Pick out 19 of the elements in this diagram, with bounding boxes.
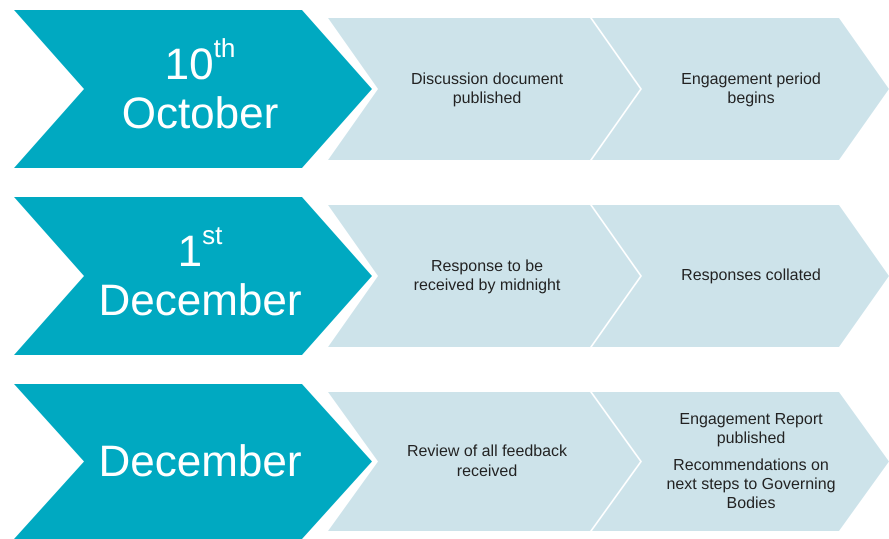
process-stage: [592, 392, 889, 531]
step-text: Engagement Report published: [678, 410, 824, 448]
date-label: December: [98, 436, 302, 486]
date-stage: [14, 384, 372, 539]
step-text: Review of all feedback received: [406, 442, 568, 481]
step-text: Response to be received by midnight: [412, 256, 562, 296]
date-label: 1$^{st}$ December: [98, 226, 302, 326]
process-stage: [328, 392, 640, 531]
process-stage: [328, 205, 640, 347]
date-stage: [14, 10, 372, 168]
step-text: Engagement period begins: [680, 70, 822, 108]
date-label: 10$^{th}$ October: [120, 40, 280, 138]
step-text: Recommendations on next steps to Governing Bodies: [666, 456, 836, 514]
step-text: Discussion document published: [410, 70, 564, 108]
process-stage: [592, 18, 889, 160]
step-text: Responses collated: [681, 266, 821, 286]
process-stage: [328, 18, 640, 160]
date-stage: [14, 197, 372, 355]
process-stage: [592, 205, 889, 347]
